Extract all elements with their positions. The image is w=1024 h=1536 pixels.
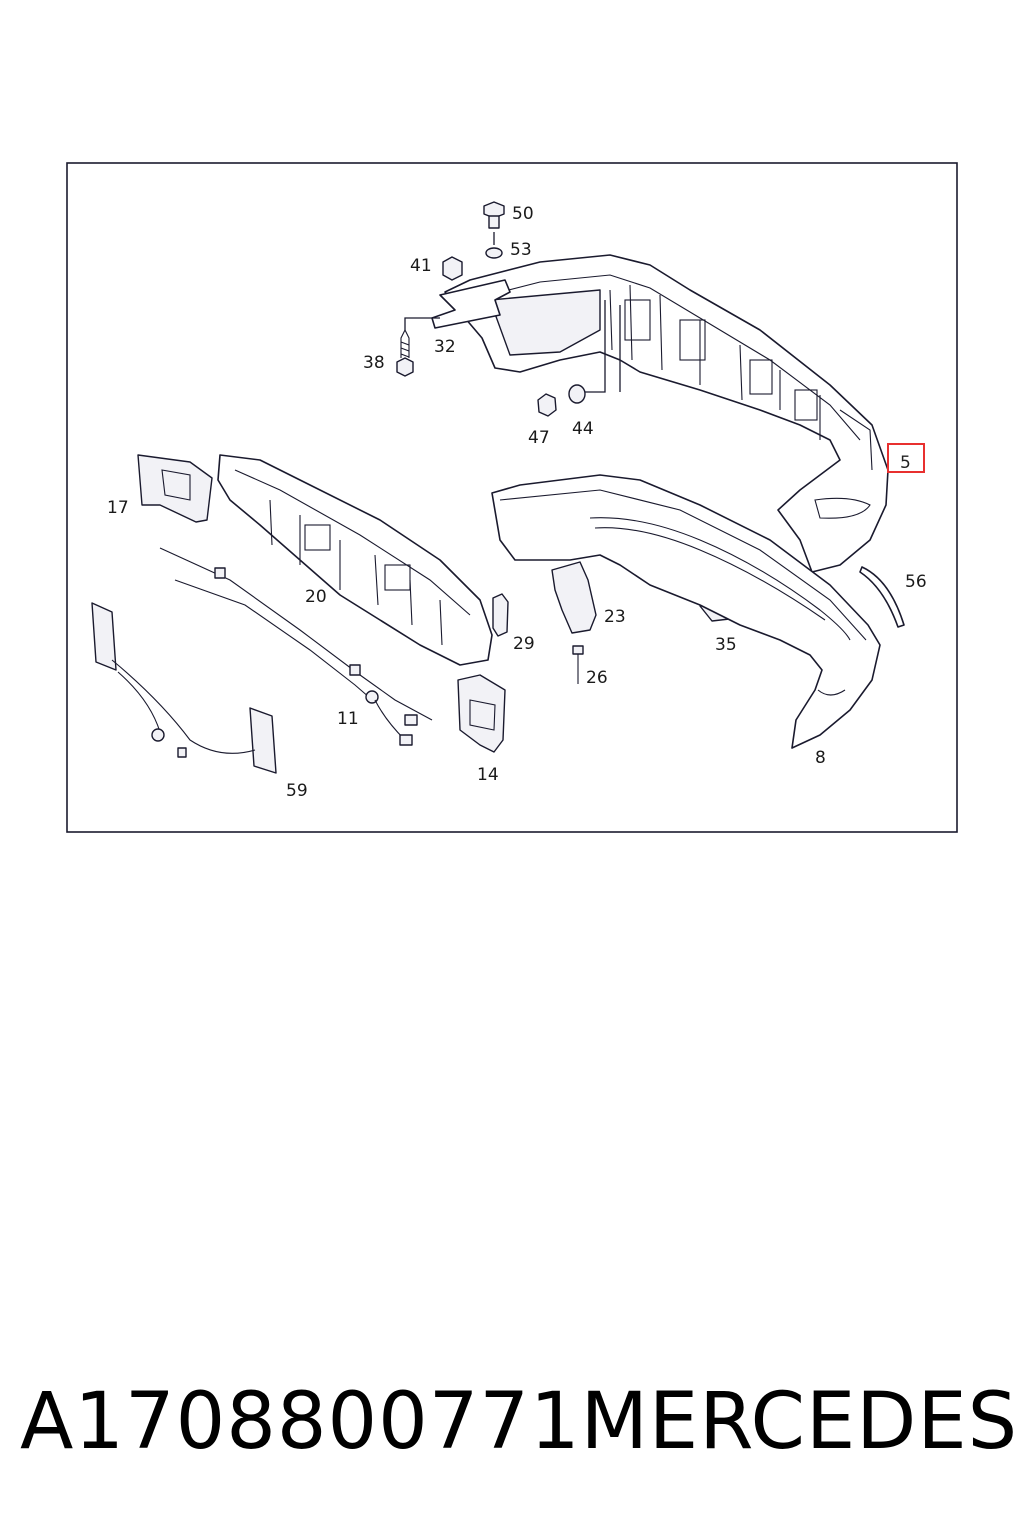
clip-part-41 <box>442 256 463 281</box>
rivet-part-26 <box>572 645 584 684</box>
clip-part-29 <box>492 593 509 637</box>
strip-part-56 <box>859 566 905 628</box>
callout-14: 14 <box>477 765 499 785</box>
callout-41: 41 <box>410 256 432 276</box>
parts-diagram: 50 53 41 32 38 47 44 5 17 20 29 23 35 56… <box>66 162 958 833</box>
callout-35: 35 <box>715 635 737 655</box>
sensor-harness-part-59 <box>91 602 277 774</box>
callout-17: 17 <box>107 498 129 518</box>
absorber-part-20 <box>217 454 493 666</box>
brand-name: MERCEDES <box>580 1377 1019 1467</box>
callout-47: 47 <box>528 428 550 448</box>
bolt-part-50 <box>483 201 505 229</box>
callout-29: 29 <box>513 634 535 654</box>
bracket-part-32 <box>431 279 511 329</box>
callout-59: 59 <box>286 781 308 801</box>
callout-23: 23 <box>604 607 626 627</box>
washer-part-53 <box>485 247 503 259</box>
bracket-part-14 <box>457 674 506 753</box>
harness-part-11 <box>159 547 433 746</box>
bumper-cover-part-5 <box>444 254 889 573</box>
callout-5: 5 <box>900 453 911 473</box>
callout-11: 11 <box>337 709 359 729</box>
callout-32: 32 <box>434 337 456 357</box>
callout-20: 20 <box>305 587 327 607</box>
callout-50: 50 <box>512 204 534 224</box>
part-number: A1708800771 <box>20 1377 581 1467</box>
callout-44: 44 <box>572 419 594 439</box>
nut-part-47 <box>537 393 557 417</box>
callout-38: 38 <box>363 353 385 373</box>
callout-53: 53 <box>510 240 532 260</box>
callout-5-highlight-box <box>887 443 925 473</box>
callout-26: 26 <box>586 668 608 688</box>
callout-8: 8 <box>815 748 826 768</box>
screw-part-38 <box>396 328 414 377</box>
guide-part-23 <box>551 561 597 634</box>
bumper-lower-part-8 <box>491 474 881 749</box>
footer-caption: A1708800771 MERCEDES <box>20 1372 1017 1472</box>
callout-56: 56 <box>905 572 927 592</box>
washer-part-44 <box>568 384 586 404</box>
bracket-part-17 <box>137 454 213 523</box>
